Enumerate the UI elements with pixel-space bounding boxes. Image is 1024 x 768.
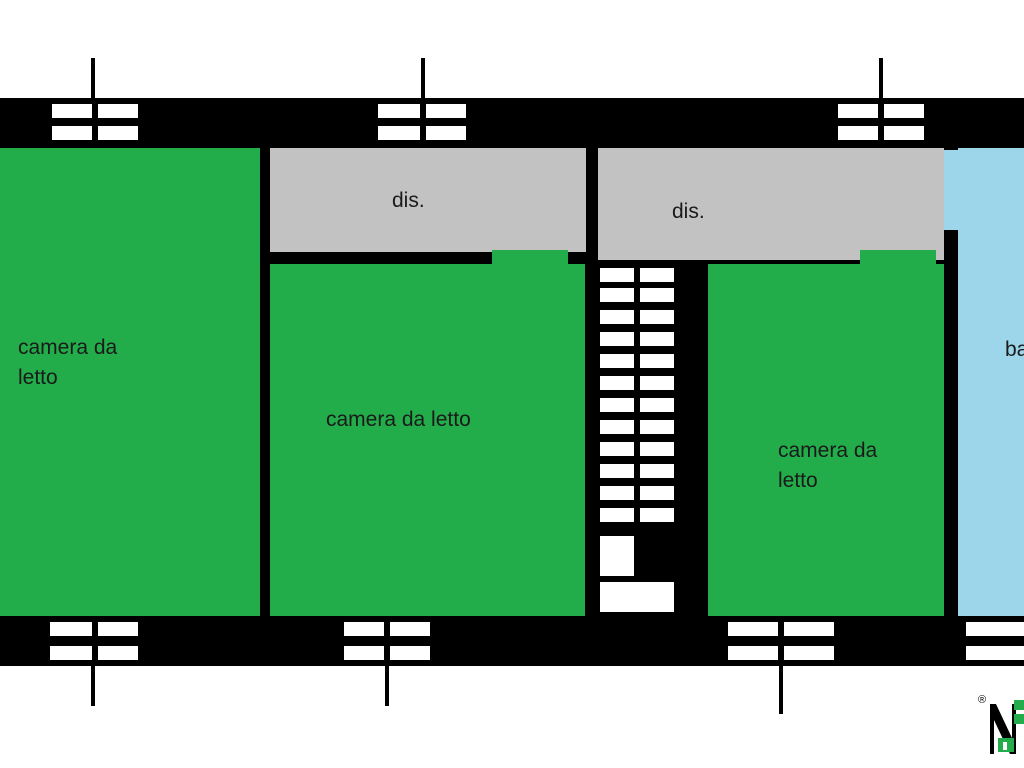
registered-mark: ® bbox=[978, 694, 987, 706]
room-bedroom-1 bbox=[0, 148, 260, 616]
room-bedroom-3 bbox=[708, 264, 944, 616]
room-bedroom-2 bbox=[270, 264, 585, 616]
bottom-exterior-wall bbox=[0, 616, 1024, 666]
axis-line-bottom-2 bbox=[385, 662, 389, 706]
axis-line-bottom-1 bbox=[91, 662, 95, 706]
bathroom-door-nook bbox=[944, 150, 958, 230]
window-bottom-4 bbox=[966, 620, 1024, 662]
label-bedroom-1: camera da letto bbox=[18, 336, 118, 389]
label-bedroom-3: camera da letto bbox=[778, 439, 878, 492]
window-bottom-1 bbox=[50, 620, 138, 662]
axis-line-top-1 bbox=[91, 58, 95, 102]
room-bedroom-2-door-nook bbox=[492, 250, 568, 266]
window-top-1 bbox=[52, 102, 138, 144]
room-corridor-1 bbox=[270, 148, 586, 252]
window-bottom-2 bbox=[344, 620, 430, 662]
agency-logo: ® bbox=[976, 694, 1024, 758]
label-bathroom: ba bbox=[1005, 338, 1024, 361]
room-corridor-2 bbox=[598, 148, 944, 260]
window-top-2 bbox=[378, 102, 466, 144]
label-corridor-1: dis. bbox=[392, 189, 425, 212]
label-corridor-2: dis. bbox=[672, 200, 705, 223]
logo-mark-icon bbox=[990, 700, 1024, 754]
axis-line-bottom-3 bbox=[779, 662, 783, 714]
room-bathroom bbox=[958, 148, 1024, 616]
window-top-3 bbox=[838, 102, 924, 144]
axis-line-top-2 bbox=[421, 58, 425, 102]
room-bedroom-3-door-nook bbox=[860, 250, 936, 266]
window-bottom-3 bbox=[728, 620, 834, 662]
label-bedroom-2: camera da letto bbox=[326, 408, 471, 431]
axis-line-top-3 bbox=[879, 58, 883, 102]
staircase bbox=[596, 262, 680, 616]
